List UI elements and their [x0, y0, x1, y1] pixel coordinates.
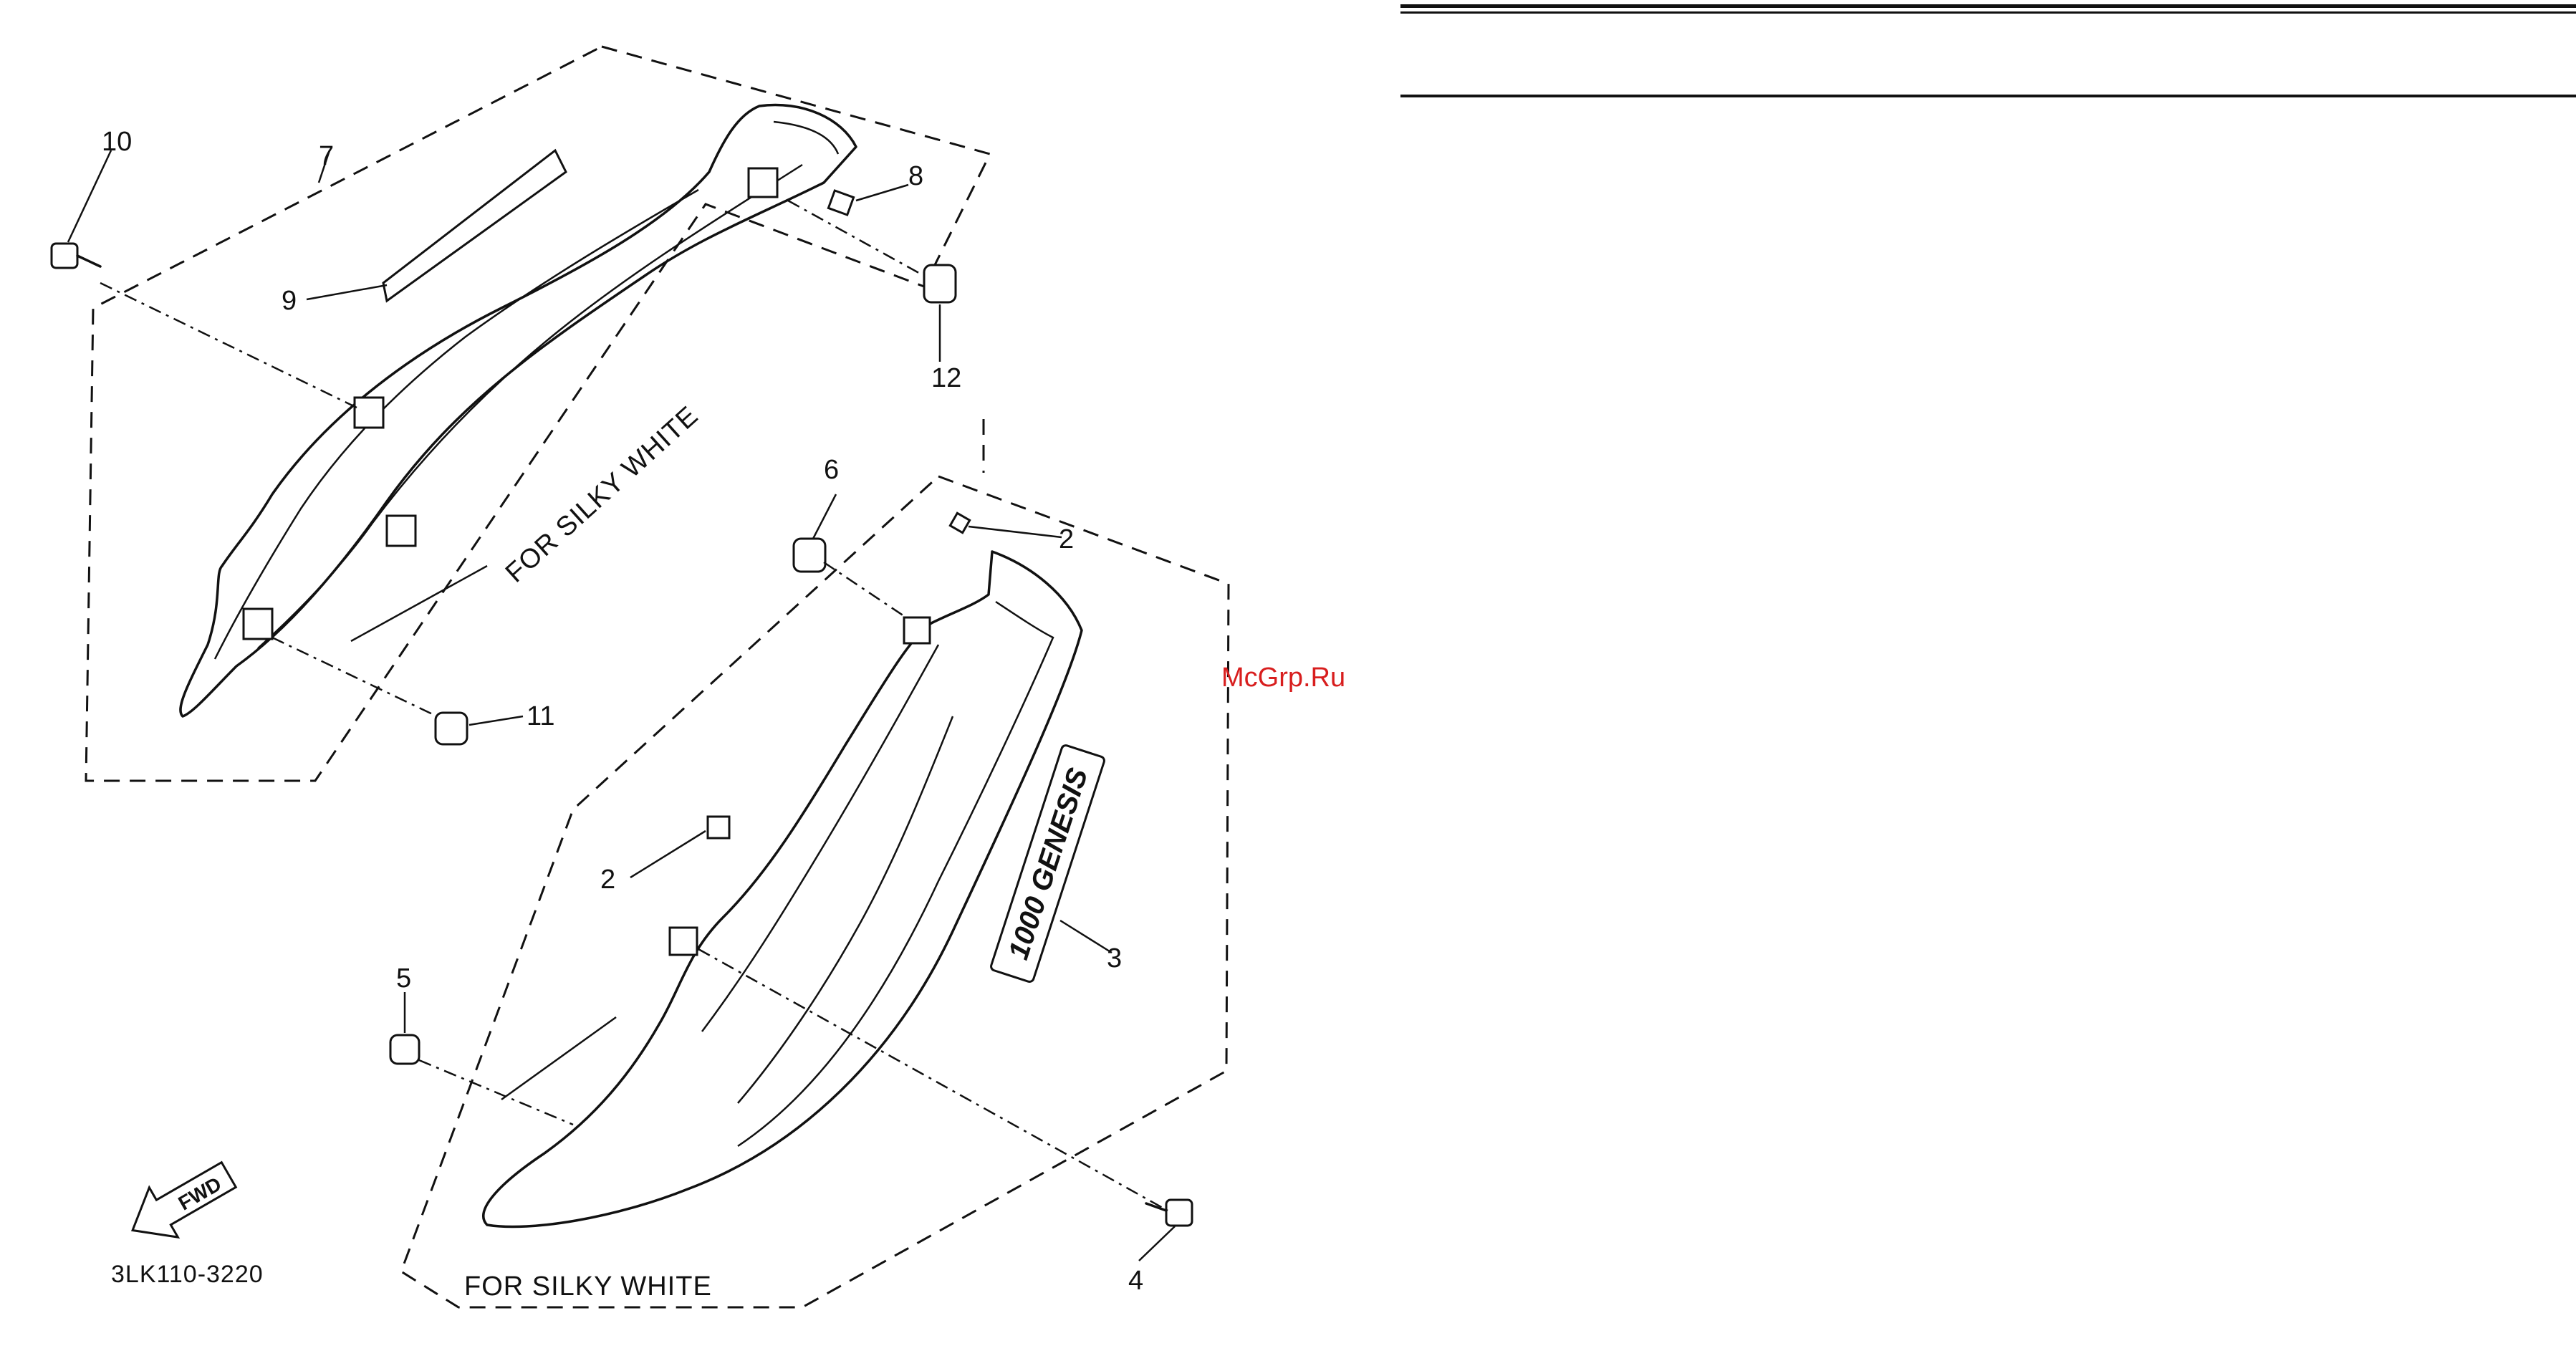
mount-tab [244, 609, 272, 639]
genesis-decal: 1000 GENESIS [990, 744, 1105, 983]
callout-3: 3 [1107, 943, 1122, 973]
callout-2-upper: 2 [1059, 524, 1074, 554]
header-rule-top-thin [1400, 11, 2576, 14]
callout-7: 7 [319, 141, 334, 171]
caption-upper: FOR SILKY WHITE [500, 400, 704, 589]
mount-tab [904, 617, 930, 643]
leader-line [856, 185, 908, 201]
guide-line [788, 201, 924, 276]
caption-lower: FOR SILKY WHITE [464, 1271, 712, 1302]
grommet [390, 1035, 419, 1064]
leader-line [1060, 920, 1112, 953]
watermark: McGrp.Ru [1221, 663, 1345, 693]
mount-tab [749, 168, 777, 197]
leader-line [469, 716, 523, 725]
grommet [794, 539, 825, 572]
mount-tab [670, 928, 697, 955]
guide-line [698, 949, 1168, 1211]
leader-line [351, 566, 487, 641]
clip-square [708, 817, 729, 838]
mount-tab [387, 516, 415, 546]
exploded-parts-diagram: 1000 GENESIS FWD 10 7 8 9 12 6 2 11 2 3 … [0, 0, 1375, 1356]
mount-tab [355, 398, 383, 428]
decal-strip [383, 150, 566, 301]
leader-line [307, 285, 387, 299]
diagram-code: 3LK110-3220 [111, 1261, 264, 1288]
damper [436, 713, 467, 744]
callout-9: 9 [282, 286, 297, 316]
guide-line [419, 1060, 573, 1125]
callout-4: 4 [1128, 1266, 1143, 1296]
lower-group-boundary [401, 476, 1229, 1307]
fwd-arrow-icon: FWD [118, 1150, 243, 1255]
bolt [52, 244, 100, 268]
guide-line [272, 638, 437, 716]
upper-group-boundary [86, 47, 990, 781]
clip-square [950, 513, 969, 532]
leader-line [68, 150, 111, 242]
side-cover [484, 552, 1082, 1227]
clip [828, 191, 853, 215]
guide-line [100, 283, 358, 408]
callout-2-lower: 2 [600, 865, 615, 895]
leader-line [813, 494, 836, 539]
leader-line [501, 1017, 616, 1100]
callout-6: 6 [824, 455, 839, 485]
leader-line [1139, 1226, 1175, 1261]
callout-11: 11 [527, 701, 554, 731]
callout-8: 8 [908, 161, 923, 191]
callout-5: 5 [396, 963, 411, 994]
leader-line [969, 526, 1062, 537]
header-rule-lower [1400, 95, 2576, 97]
callout-12: 12 [931, 363, 961, 393]
leader-line [630, 831, 706, 877]
callout-10: 10 [102, 127, 132, 157]
grommet [924, 265, 956, 302]
bolt [1146, 1200, 1192, 1226]
header-rule-top [1400, 4, 2576, 8]
